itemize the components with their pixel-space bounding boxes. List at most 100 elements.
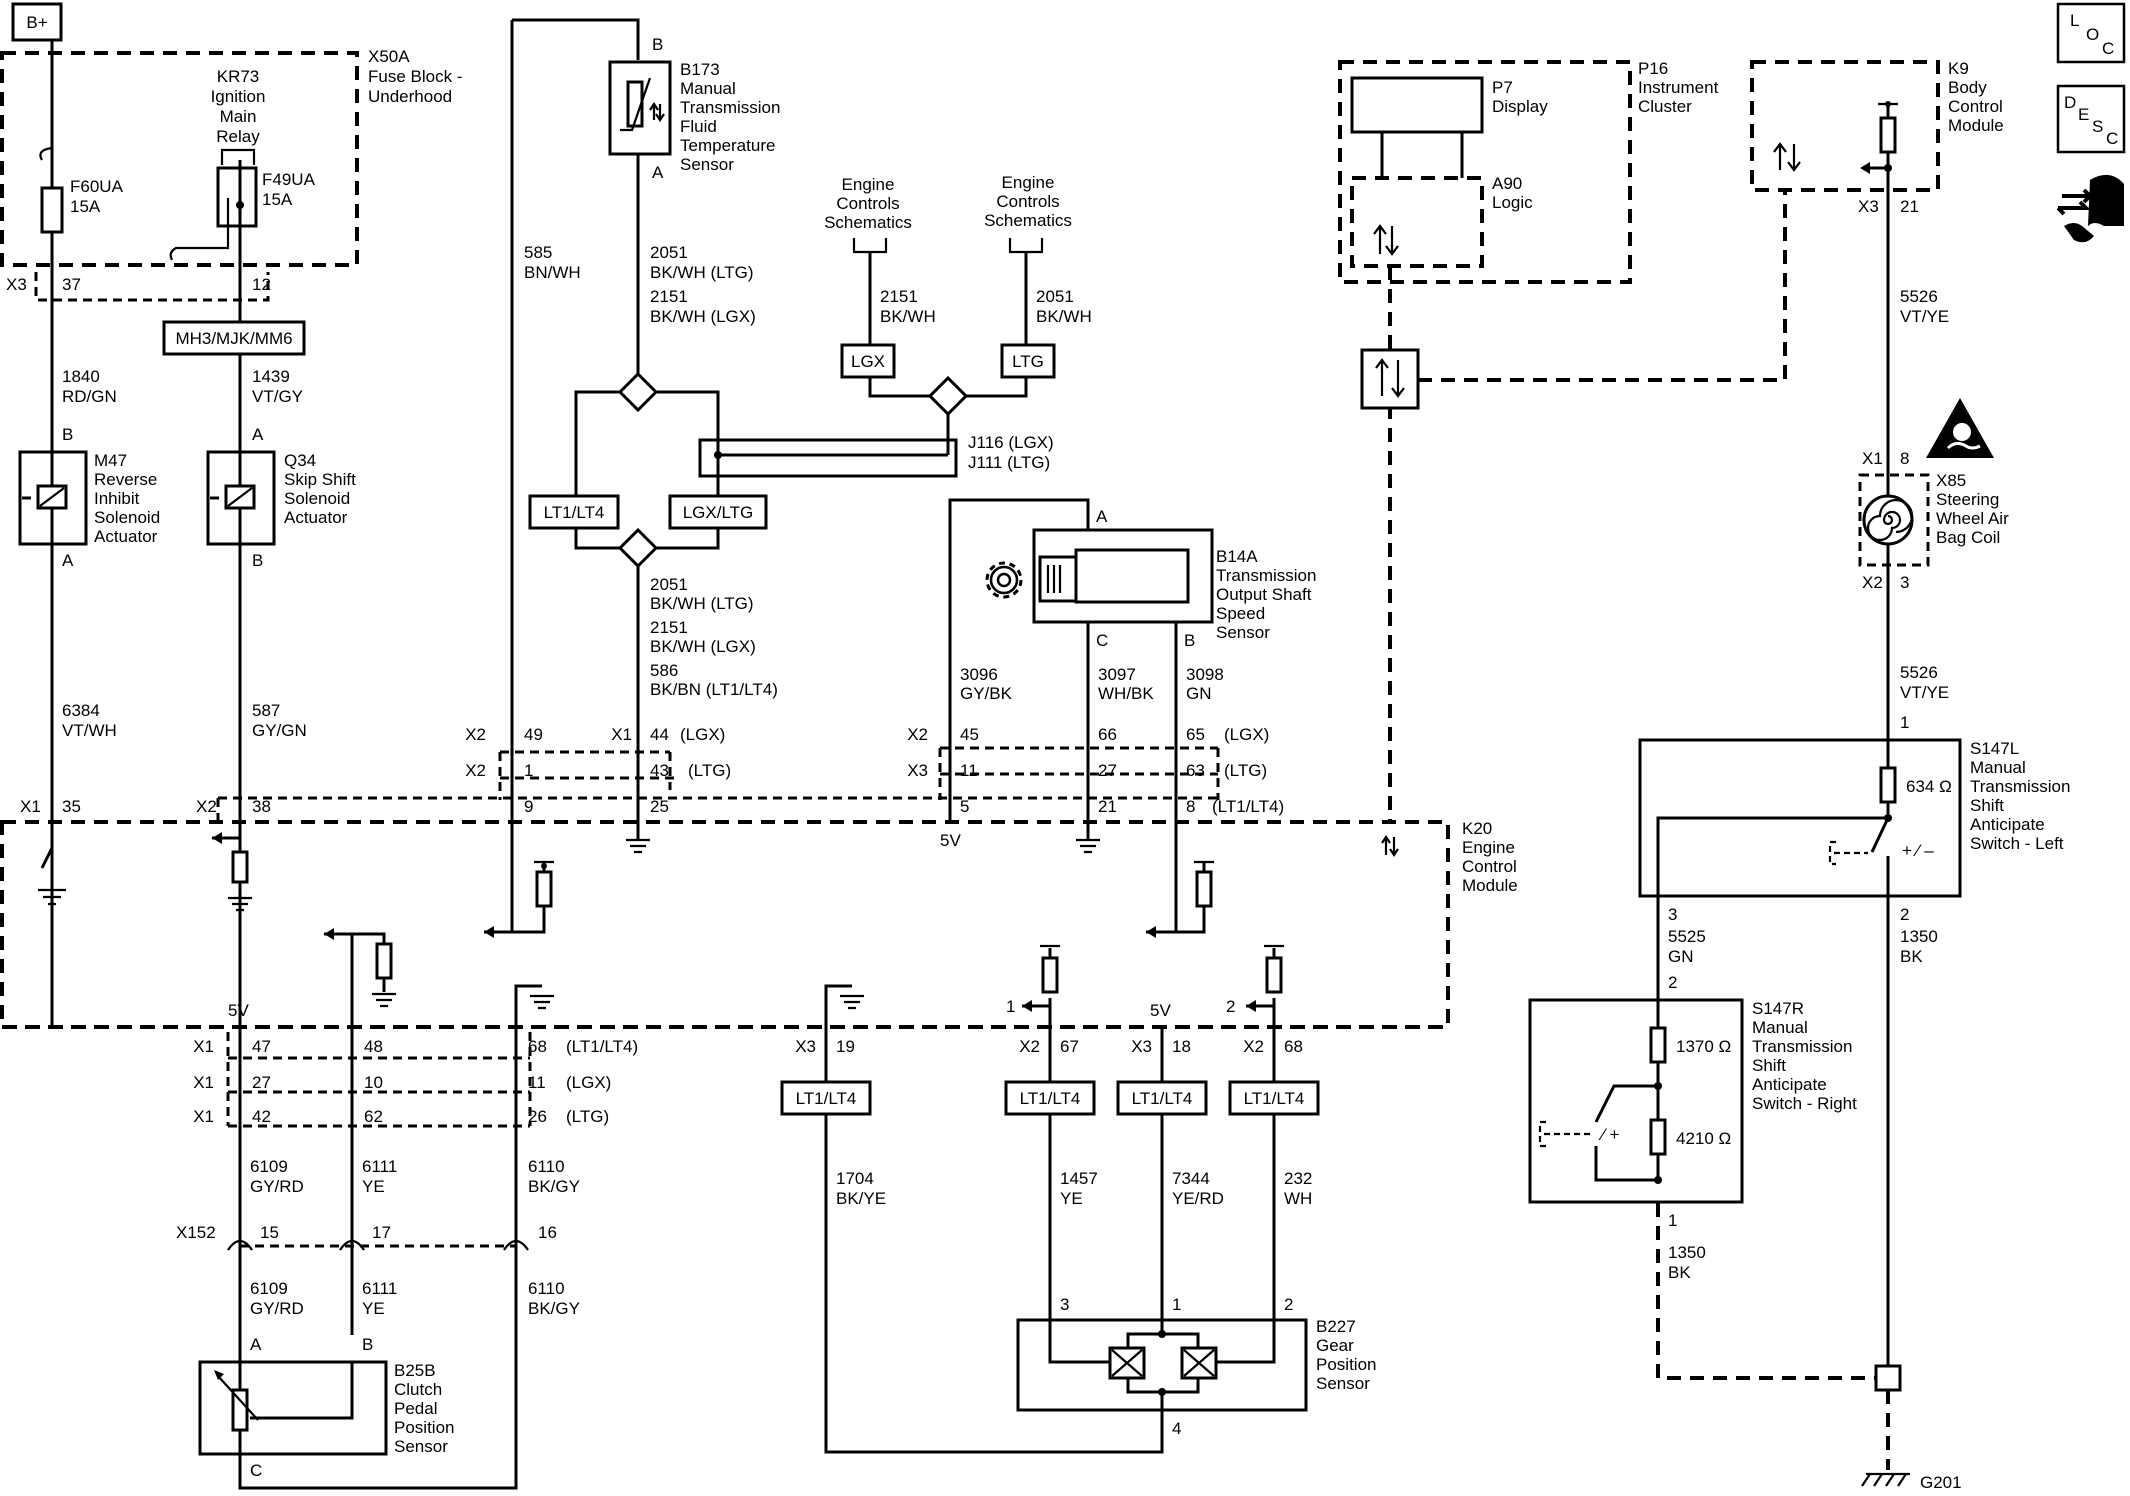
s147r-switch-symbol: ⁄ + [1598, 1125, 1620, 1144]
b14a-title-2: Output Shaft [1216, 585, 1312, 604]
s147l-switch-symbol: + ⁄ – [1902, 841, 1934, 860]
bot-row0-c: 68 [528, 1037, 547, 1056]
row1-opt1: (LGX) [680, 725, 725, 744]
wire-5526-bot-num: 5526 [1900, 663, 1938, 682]
bot-mid-pin2: 67 [1060, 1037, 1079, 1056]
m47-title-2: Inhibit [94, 489, 140, 508]
serial-data-icon-k9 [1773, 142, 1801, 172]
bot-row2-opt: (LTG) [566, 1107, 609, 1126]
b227-pin-4: 4 [1172, 1419, 1181, 1438]
description-code-icon[interactable]: D E S C [2056, 84, 2126, 154]
s147l-title-3: Shift [1970, 796, 2004, 815]
row2-pin2: 43 [650, 761, 669, 780]
fuse-f60-name: F60UA [70, 177, 124, 196]
k20-title-0: K20 [1462, 819, 1492, 838]
row3-pin0: 35 [62, 797, 81, 816]
ecs-left-0[interactable]: Engine [842, 175, 895, 194]
q34-pin-a: A [252, 425, 264, 444]
k9-title-0: K9 [1948, 59, 1969, 78]
ecs-right-0[interactable]: Engine [1002, 173, 1055, 192]
k20-title-3: Module [1462, 876, 1518, 895]
row1-opt2: (LGX) [1224, 725, 1269, 744]
wire-2051-top-num: 2051 [650, 243, 688, 262]
desc-letter-c: C [2106, 129, 2118, 148]
ecs-right-1[interactable]: Controls [996, 192, 1059, 211]
row3-conn0: X1 [20, 797, 41, 816]
b25b-pin-b: B [362, 1335, 373, 1354]
location-code-icon[interactable]: L O C [2056, 2, 2126, 64]
p7-title-1: Display [1492, 97, 1548, 116]
ecs-right-2[interactable]: Schematics [984, 211, 1072, 230]
s147l-title-4: Anticipate [1970, 815, 2045, 834]
wire-7344-num: 7344 [1172, 1169, 1210, 1188]
option-lt1lt4-b3-label: LT1/LT4 [1132, 1089, 1193, 1108]
s147r-title-4: Anticipate [1752, 1075, 1827, 1094]
b173-title-3: Fluid [680, 117, 717, 136]
bot-mid-pin1: 19 [836, 1037, 855, 1056]
wire-6111b-num: 6111 [362, 1279, 397, 1298]
gear-icon [985, 561, 1023, 599]
wire-2151-top-num: 2151 [650, 287, 688, 306]
ecs-left-2[interactable]: Schematics [824, 213, 912, 232]
b25b-title-2: Pedal [394, 1399, 437, 1418]
row1-pin1: 49 [524, 725, 543, 744]
x3-pin-12: 12 [252, 275, 271, 294]
splice-label-j116: J116 (LGX) [968, 433, 1054, 452]
battery-label: B+ [26, 13, 47, 32]
airbag-warning-icon [1926, 398, 1994, 458]
splice-diamond-bottom [617, 527, 659, 569]
x85-pin-top: 8 [1900, 449, 1909, 468]
row2-pin1: 1 [524, 761, 533, 780]
wire-mid-3: BK/WH (LGX) [650, 637, 756, 656]
x152-conn: X152 [176, 1223, 216, 1242]
ecs-left-1[interactable]: Controls [836, 194, 899, 213]
s147r-resistor-1: 1370 Ω [1676, 1037, 1731, 1056]
row3-pin2: 9 [524, 797, 533, 816]
clockspring-coil-icon [1862, 494, 1914, 546]
wire-5526-top-color: VT/YE [1900, 307, 1949, 326]
wire-6111-color: YE [362, 1177, 385, 1196]
wire-587-num: 587 [252, 701, 280, 720]
p16-title-0: P16 [1638, 59, 1668, 78]
wire-6110b-color: BK/GY [528, 1299, 580, 1318]
x85-title-1: Steering [1936, 490, 1999, 509]
b227-pin-1: 1 [1172, 1295, 1181, 1314]
loc-letter-l: L [2070, 11, 2079, 30]
five-v-label: 5V [940, 831, 961, 850]
row2-pin5: 63 [1186, 761, 1205, 780]
wire-3098-num: 3098 [1186, 665, 1224, 684]
b25b-pin-c: C [250, 1461, 262, 1480]
p7-title-0: P7 [1492, 78, 1513, 97]
fuse-f49-name: F49UA [262, 170, 316, 189]
wire-1350-top-color: BK [1900, 947, 1923, 966]
b227-pin-2: 2 [1284, 1295, 1293, 1314]
bot-mid-pin3: 18 [1172, 1037, 1191, 1056]
option-lt1lt4-b2 [1004, 1080, 1096, 1116]
relay-title-3: Relay [216, 127, 260, 146]
fuse-f49ua-relay [216, 166, 258, 228]
b14a-pin-a: A [1096, 507, 1108, 526]
wire-6109-color: GY/RD [250, 1177, 304, 1196]
s147r-title-0: S147R [1752, 999, 1804, 1018]
b14a-title-0: B14A [1216, 547, 1258, 566]
bot-row0-conn: X1 [193, 1037, 214, 1056]
relay-title-1: Ignition [211, 87, 266, 106]
q34-title-1: Skip Shift [284, 470, 356, 489]
q34-pin-b: B [252, 551, 263, 570]
connector-tool-icon[interactable] [2056, 174, 2124, 243]
row2-opt2: (LTG) [1224, 761, 1267, 780]
option-lgx-box [840, 343, 896, 379]
b173-title-4: Temperature [680, 136, 775, 155]
bot-mid-conn4: X2 [1243, 1037, 1264, 1056]
wire-mid-0: 2051 [650, 575, 688, 594]
option-lt1lt4-b4 [1228, 1080, 1320, 1116]
fuse-block-title-2: Underhood [368, 87, 452, 106]
row3-pin3: 25 [650, 797, 669, 816]
wire-1350-bot-num: 1350 [1668, 1243, 1706, 1262]
option-lt1lt4-label: LT1/LT4 [544, 503, 605, 522]
s147r-title-5: Switch - Right [1752, 1094, 1857, 1113]
ground-splice [1874, 1364, 1902, 1392]
wire-3096-num: 3096 [960, 665, 998, 684]
ground-g201: G201 [1920, 1473, 1962, 1492]
wire-1457-color: YE [1060, 1189, 1083, 1208]
